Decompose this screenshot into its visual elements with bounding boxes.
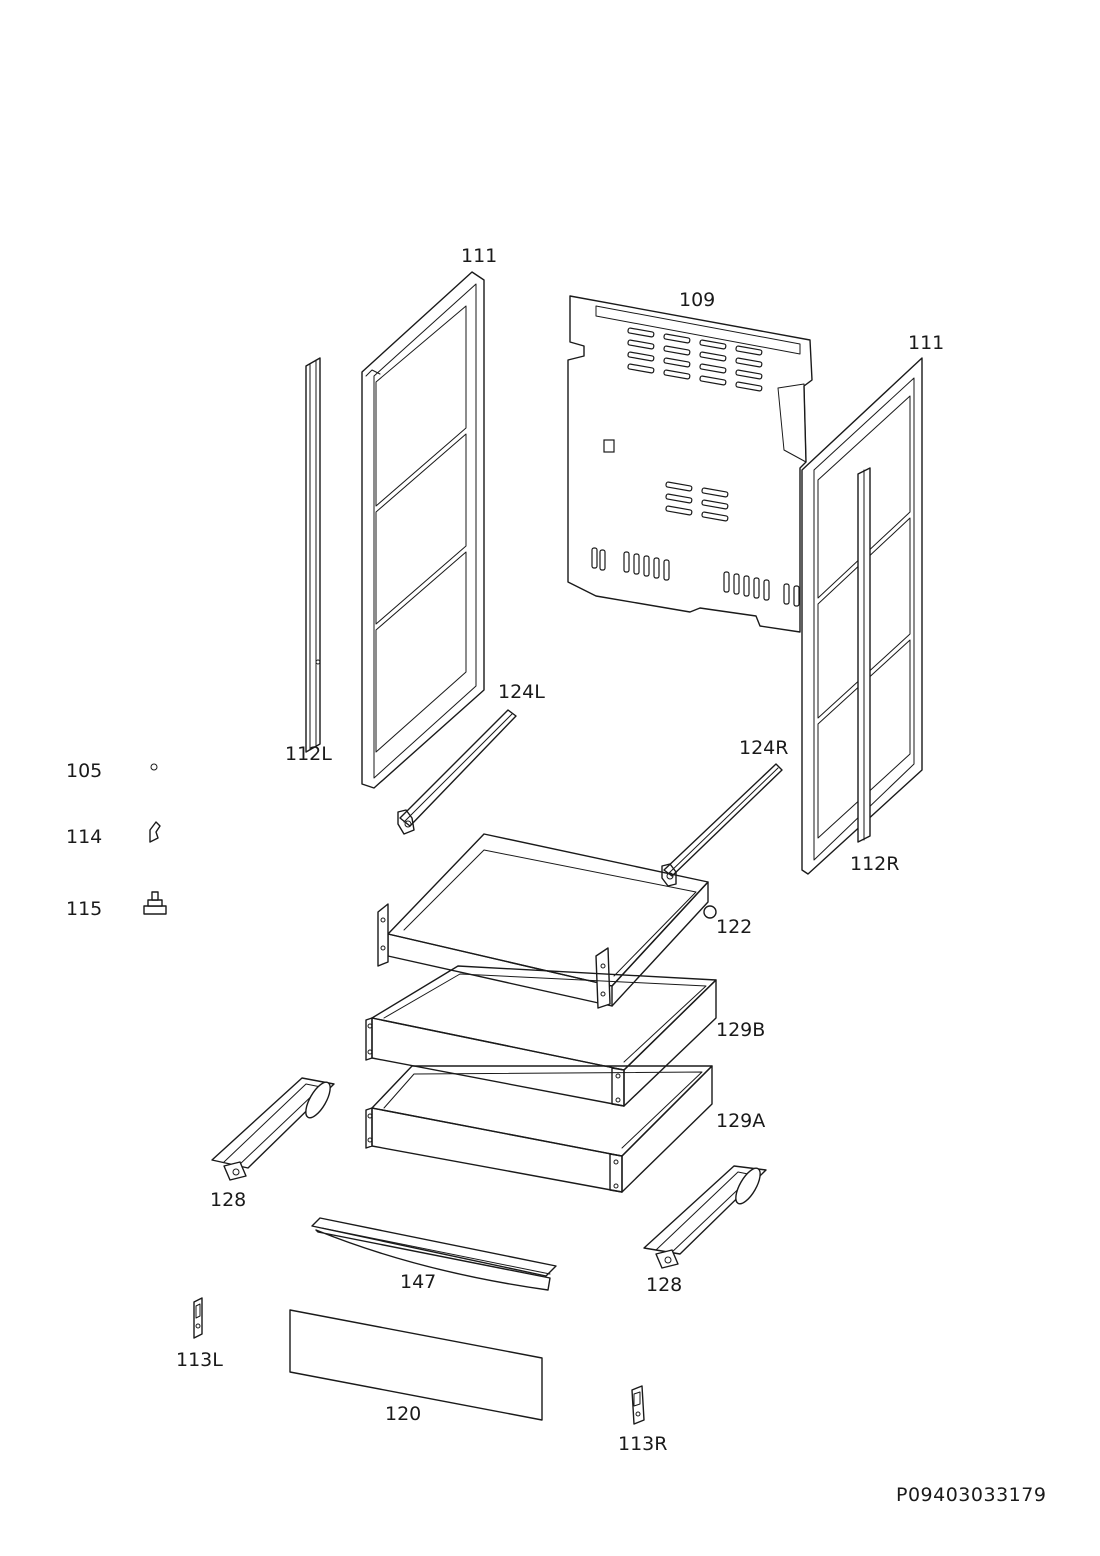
part-113L-hinge[interactable]: [193, 1297, 203, 1339]
part-129A-drawer-frame[interactable]: [365, 1065, 713, 1193]
label-111-left: 111: [461, 245, 497, 267]
label-128-left: 128: [210, 1189, 246, 1211]
part-128-right-roller-runner[interactable]: [643, 1165, 767, 1269]
label-109: 109: [679, 289, 715, 311]
label-122: 122: [716, 916, 752, 938]
label-113L: 113L: [176, 1349, 223, 1371]
part-109-rear-panel[interactable]: [567, 295, 813, 633]
label-111-right: 111: [908, 332, 944, 354]
label-129A: 129A: [716, 1110, 765, 1132]
part-114-clip[interactable]: [149, 821, 161, 843]
part-124R-runner[interactable]: [661, 763, 783, 887]
lower-vent-slots: [591, 547, 800, 607]
part-115-adjustable-foot[interactable]: [143, 891, 167, 915]
part-120-drawer-front-panel[interactable]: [289, 1309, 543, 1421]
part-124L-runner[interactable]: [397, 709, 517, 835]
label-112R: 112R: [850, 853, 899, 875]
part-128-left-roller-runner[interactable]: [211, 1077, 335, 1181]
label-112L: 112L: [285, 743, 332, 765]
label-124R: 124R: [739, 737, 788, 759]
label-129B: 129B: [716, 1019, 765, 1041]
part-122-drawer-tray[interactable]: [377, 833, 717, 1009]
label-120: 120: [385, 1403, 421, 1425]
label-147: 147: [400, 1271, 436, 1293]
label-105: 105: [66, 760, 102, 782]
label-115: 115: [66, 898, 102, 920]
label-124L: 124L: [498, 681, 545, 703]
part-112L-side-strip[interactable]: [305, 357, 321, 753]
part-112R-side-strip[interactable]: [857, 467, 871, 843]
label-128-right: 128: [646, 1274, 682, 1296]
part-105-screw[interactable]: [150, 763, 158, 771]
upper-vent-louvers: [627, 327, 763, 392]
part-113R-hinge[interactable]: [631, 1385, 645, 1425]
label-113R: 113R: [618, 1433, 667, 1455]
middle-vent-louvers: [665, 481, 729, 522]
label-114: 114: [66, 826, 102, 848]
document-id: P09403033179: [896, 1484, 1046, 1506]
part-129B-drawer-frame[interactable]: [365, 965, 717, 1107]
part-111-left-side-panel[interactable]: [361, 271, 485, 789]
part-147-drawer-handle[interactable]: [311, 1217, 557, 1291]
